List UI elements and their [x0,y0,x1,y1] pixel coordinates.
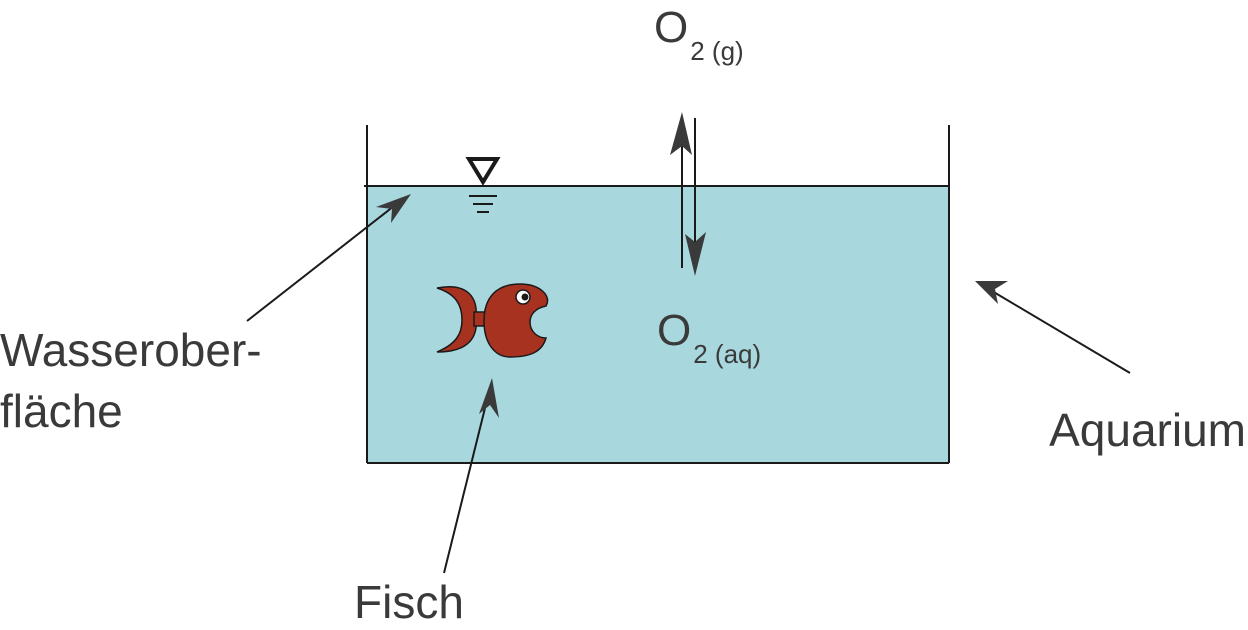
aquarium-pointer [975,281,1131,374]
fish-icon [436,283,549,358]
arrow-up-icon [670,112,692,155]
aquarium-label: Aquarium [1049,404,1246,456]
water-surface-label-line1: Wasserober- [0,324,262,376]
aquarium-tank [366,125,950,464]
o2-aqueous-label: O2 (aq) [657,306,761,369]
fish-label: Fisch [354,576,464,628]
o2-gas-label: O2 (g) [654,3,744,66]
water-level-icon [465,157,501,213]
water-surface-label-line2: fläche [0,385,123,437]
surface-pointer [246,194,411,322]
gas-exchange-arrows [670,112,706,276]
arrow-down-icon [685,232,706,276]
fish-pointer [443,378,499,574]
